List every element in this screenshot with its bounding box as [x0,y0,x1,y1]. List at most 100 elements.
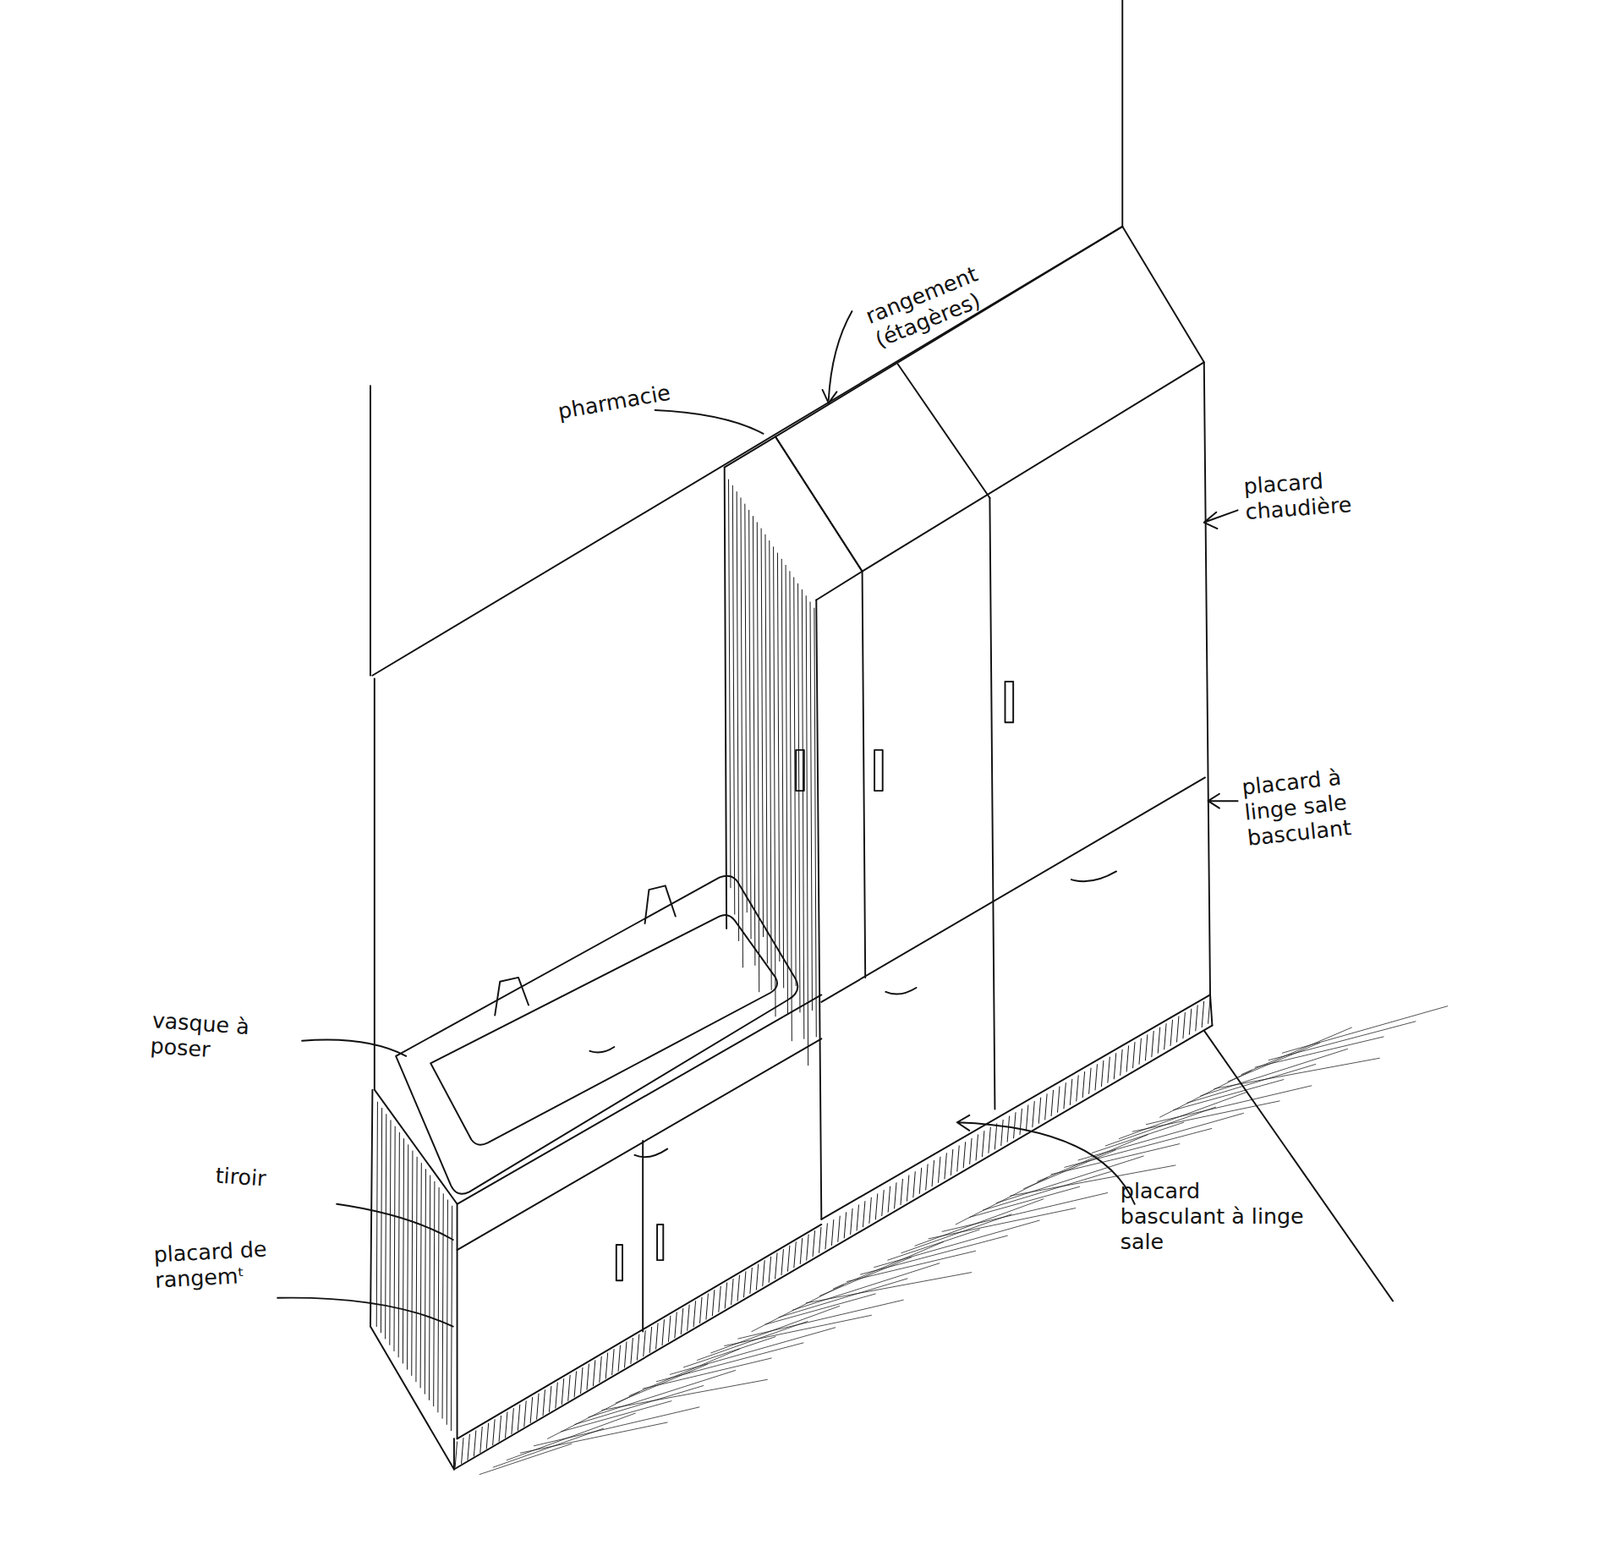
hatch-stroke [1019,1108,1022,1135]
hatch-stroke [785,564,788,1014]
hatch-stroke [712,1290,714,1316]
hatch-stroke [874,1220,1040,1268]
hatch-stroke [1032,1101,1035,1128]
drawer-line [457,1038,822,1250]
hatch-stroke [944,1153,947,1179]
column-front-edge [816,599,822,1219]
hatch-stroke [1268,1021,1416,1061]
hatch-stroke [498,1415,501,1442]
hatch-stroke [428,1175,430,1400]
hatch-stroke [915,1199,1044,1247]
hatch-stroke [542,1390,545,1416]
hatch-stroke [777,553,779,962]
hatch-stroke [1013,1112,1016,1139]
hatch-stroke [882,1189,884,1216]
hatch-stroke [792,1263,940,1311]
hatch-stroke [433,1181,435,1406]
column-front-edge [816,571,862,601]
hatch-stroke [1007,1116,1009,1142]
leader-line [301,1040,406,1057]
hatch-stroke [630,1337,633,1364]
hatch-stroke [1069,1079,1072,1105]
hatch-stroke [493,1419,495,1446]
handle [795,750,805,791]
arrow [1208,794,1239,809]
hatch-stroke [1151,1030,1154,1057]
door-split [989,498,995,1110]
hatch-stroke [752,516,755,966]
floor-line [1204,1030,1393,1302]
hatch-stroke [1157,1027,1160,1053]
hatch-stroke [1126,1046,1129,1072]
hatch-stroke [711,1305,840,1354]
hatch-stroke [1227,1042,1321,1082]
hatch-stroke [926,1164,928,1190]
hatch-stroke [1170,1019,1173,1046]
hatch-stroke [480,1426,483,1453]
column-side-edge [724,467,727,929]
hatch-stroke [680,1308,683,1334]
hatch-stroke [1113,1053,1116,1080]
leader-line [336,1204,454,1240]
hatch-stroke [376,1101,378,1327]
hatch-stroke [420,1163,422,1388]
hatch-stroke [394,1126,395,1351]
hatch-stroke [1051,1144,1180,1175]
hatch-stroke [398,1132,400,1357]
hatch-stroke [536,1393,539,1420]
hatch-stroke [1164,1024,1167,1050]
hatch-stroke [950,1149,953,1175]
hatch-stroke [831,1219,833,1245]
hatch-stroke [1095,1064,1097,1091]
hatch-stroke [618,1345,620,1371]
hatch-stroke [530,1397,532,1423]
hatch-stroke [1214,1057,1380,1089]
hatch-stroke [736,492,739,942]
hatch-stroke [649,1326,652,1353]
hatch-stroke [738,1299,904,1339]
hatch-stroke [887,1186,890,1212]
hatch-stroke [511,1408,514,1435]
hatch-stroke [875,1194,877,1220]
hatch-stroke [901,1214,1012,1254]
hatch-stroke [1201,1001,1204,1027]
hatch-stroke [737,1275,740,1301]
hatch-stroke [1078,1112,1244,1161]
handle [657,1224,664,1261]
hatch-stroke [988,1127,991,1153]
hatch-stroke [586,1364,589,1390]
hatch-stroke [505,1412,508,1438]
hatch-stroke [942,1193,1107,1233]
part-label: tiroir [214,1163,318,1197]
hatch-stroke [548,1386,551,1412]
hatch-stroke [819,1227,822,1253]
hatch-stroke [599,1356,602,1382]
hatch-stroke [801,589,804,1039]
part-label: vasque à poser [149,1008,286,1069]
hatch-stroke [624,1342,626,1368]
hatch-stroke [969,1138,972,1164]
column-side-edge [724,436,863,571]
hatch-stroke [749,509,751,939]
hatch-stroke [1282,1006,1447,1054]
hatch-stroke [1091,1122,1184,1153]
hatch-stroke [1132,1101,1280,1132]
hatch-stroke [1189,1008,1191,1035]
hatch-stroke [636,1334,639,1360]
hatch-stroke [683,1336,776,1368]
hatch-stroke [555,1382,558,1409]
hatch-stroke [994,1123,997,1150]
hatch-stroke [765,1293,876,1325]
hatch-stroke [969,1186,1080,1217]
door-split [821,777,1206,1002]
hatch-stroke [724,1315,872,1346]
plug [589,1046,614,1053]
handle [616,1244,623,1281]
plinth-edge [1210,994,1212,1025]
hatch-stroke [825,1223,828,1250]
hatch-stroke [906,1175,909,1201]
door-split [641,1140,644,1332]
hatch-stroke [629,1348,740,1397]
arrow [1204,509,1239,529]
hatch-stroke [862,1201,865,1228]
